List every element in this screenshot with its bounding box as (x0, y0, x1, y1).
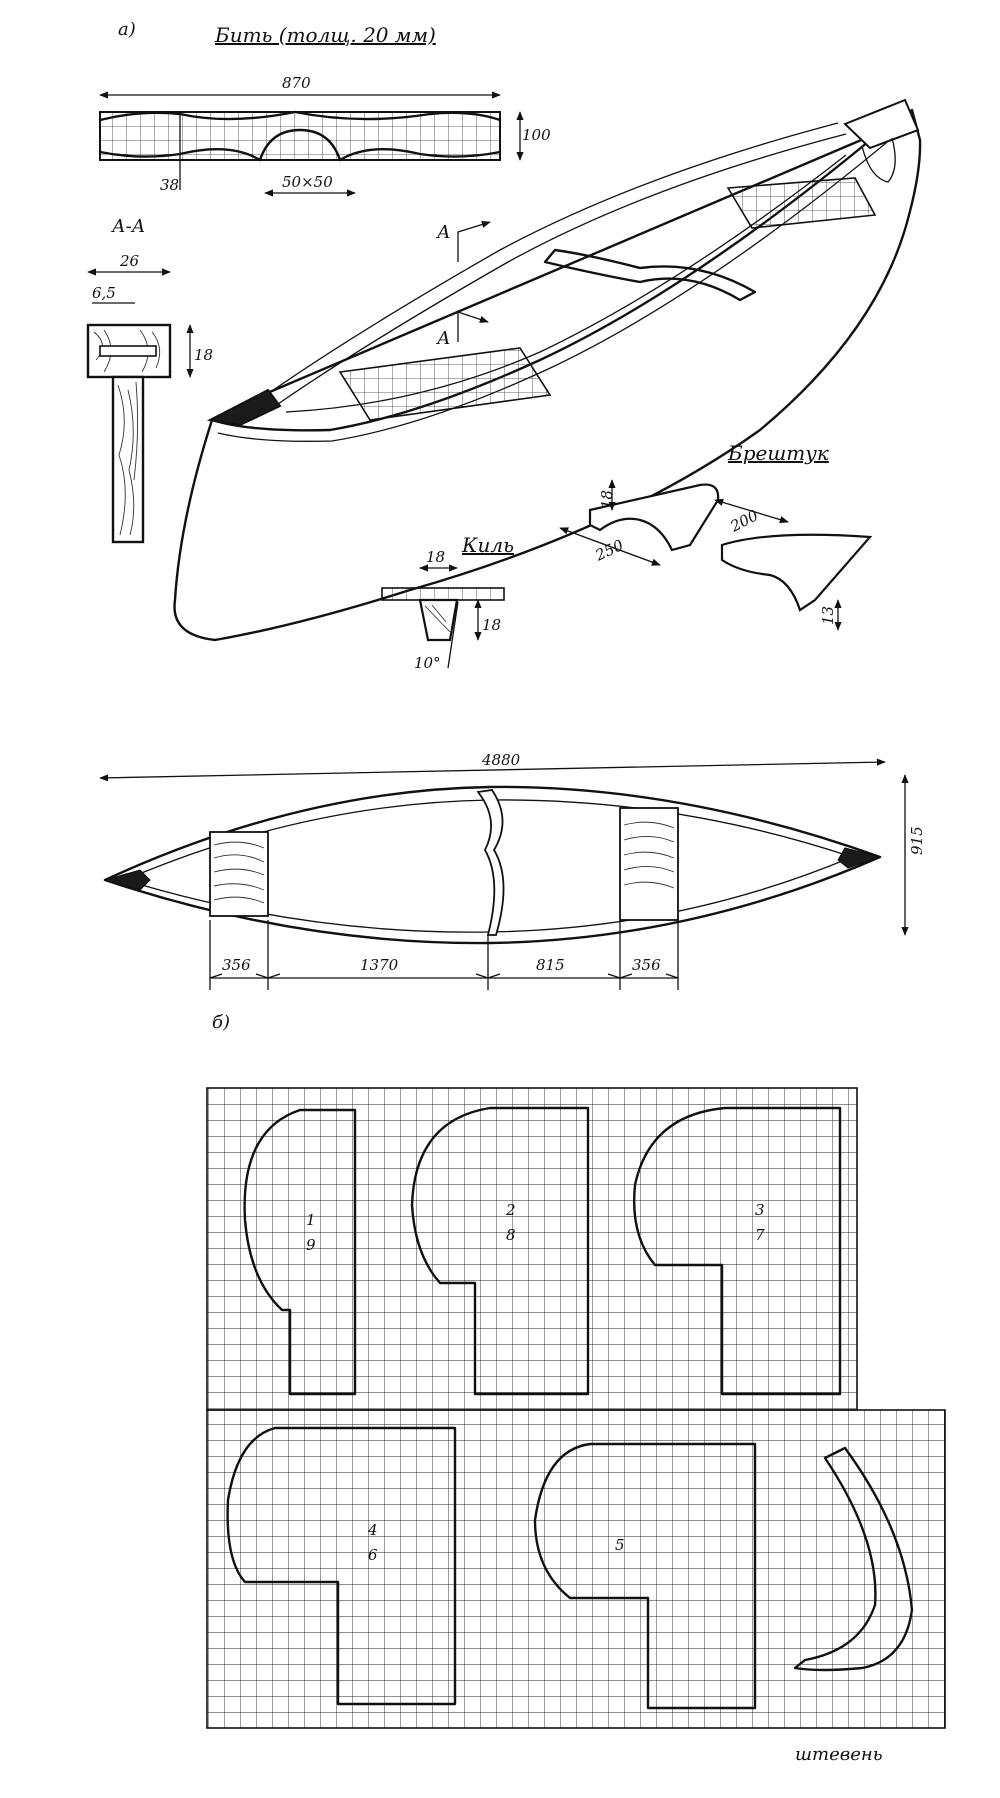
canoe-perspective: А А (173, 98, 922, 642)
thwart-drawing: Бить (толщ. 20 мм) 870 100 38 50×50 (98, 23, 551, 197)
plan-overall-length: 4880 (481, 751, 521, 769)
keel-angle: 10° (414, 654, 441, 672)
section-aa: А-А 26 6,5 18 (86, 216, 213, 544)
mold-label-8: 8 (506, 1226, 516, 1244)
breasthook-title: Брештук (727, 441, 829, 465)
breasthook-length-b: 200 (727, 506, 762, 536)
thwart-depth: 38 (160, 176, 179, 194)
keel-height: 18 (482, 616, 501, 634)
plan-segment-3: 815 (536, 956, 565, 974)
plan-segment-1: 356 (222, 956, 251, 974)
panel-label-b: б) (212, 1012, 230, 1033)
breasthook-end-thickness: 13 (819, 606, 837, 625)
mold-1-9: 1 9 (243, 1108, 357, 1396)
canoe-bow-seat (338, 347, 552, 421)
canoe-plan-view: 4880 915 356 1370 815 356 (99, 751, 926, 990)
thwart-title: Бить (толщ. 20 мм) (214, 23, 436, 47)
mold-label-5: 5 (615, 1536, 625, 1554)
molds-grid: 1 9 2 8 3 7 4 6 5 штевень (206, 1087, 946, 1765)
plan-beam: 915 (908, 826, 926, 855)
mold-label-7: 7 (755, 1226, 765, 1244)
breasthook: Брештук 18 250 200 13 (559, 441, 873, 631)
panel-label-a: а) (118, 19, 136, 40)
mold-label-9: 9 (306, 1236, 316, 1254)
canoe-stern-seat (726, 177, 877, 229)
mold-label-2: 2 (505, 1201, 516, 1219)
section-aa-inner: 6,5 (92, 284, 116, 302)
section-aa-width: 26 (119, 252, 140, 270)
plan-segment-4: 356 (632, 956, 661, 974)
mold-4-6: 4 6 (226, 1426, 457, 1706)
thwart-length: 870 (282, 74, 311, 92)
keel-width: 18 (426, 548, 445, 566)
thwart-grid: 50×50 (282, 173, 333, 191)
mold-2-8: 2 8 (410, 1106, 590, 1396)
mold-label-3: 3 (755, 1201, 765, 1219)
breasthook-thickness: 18 (598, 490, 616, 509)
section-mark-lower: А (435, 328, 451, 349)
plan-segment-2: 1370 (360, 956, 399, 974)
mold-label-4: 4 (367, 1521, 378, 1539)
keel-title: Киль (461, 533, 514, 557)
mold-5: 5 (533, 1442, 757, 1710)
mold-label-6: 6 (368, 1546, 378, 1564)
keel-section: Киль 18 18 10° (381, 533, 514, 672)
breasthook-length-a: 250 (592, 536, 627, 565)
thwart-height: 100 (522, 126, 551, 144)
mold-label-1: 1 (306, 1211, 316, 1229)
section-mark-upper: А (435, 222, 451, 243)
section-aa-title: А-А (110, 216, 145, 237)
mold-3-7: 3 7 (633, 1106, 842, 1396)
stem-piece (793, 1446, 914, 1672)
stem-label: штевень (795, 1744, 883, 1765)
section-aa-height: 18 (194, 346, 213, 364)
